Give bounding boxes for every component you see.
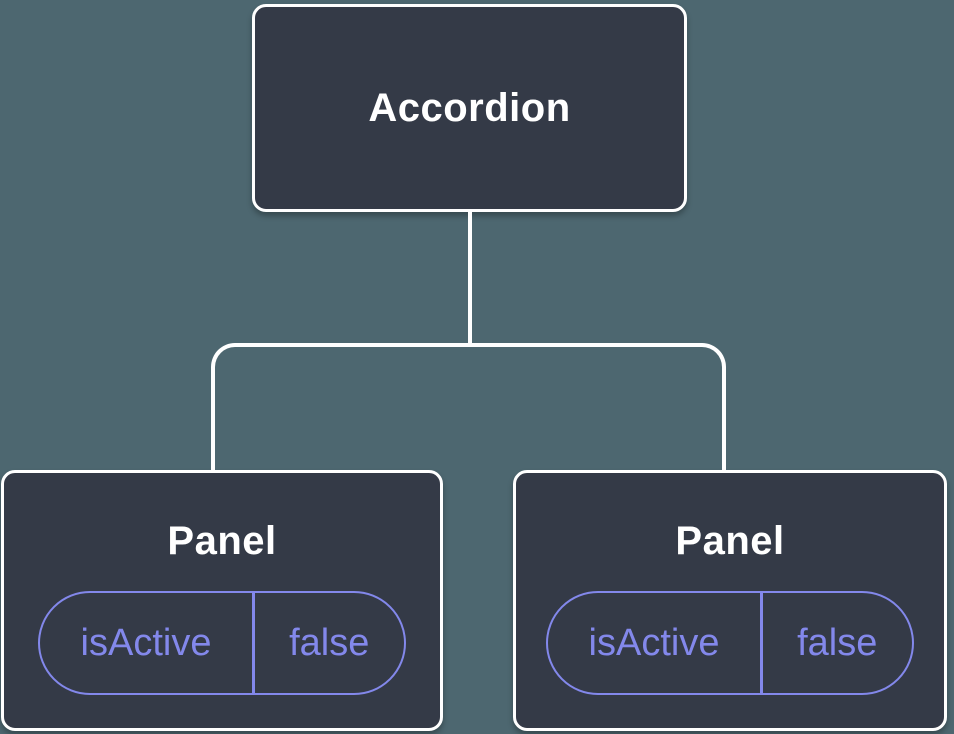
node-label-accordion: Accordion — [368, 85, 571, 130]
prop-value: false — [289, 621, 370, 664]
prop-divider — [252, 593, 255, 693]
prop-value: false — [797, 621, 878, 664]
connector-branch — [211, 343, 726, 472]
tree-node-accordion: Accordion — [252, 4, 687, 212]
state-prop-pill: isActive false — [38, 591, 406, 695]
prop-name: isActive — [588, 621, 720, 664]
node-label-panel-left: Panel — [167, 519, 277, 563]
prop-name: isActive — [80, 621, 212, 664]
state-prop-pill: isActive false — [546, 591, 914, 695]
node-label-panel-right: Panel — [675, 519, 785, 563]
tree-node-panel-right: Panel isActive false — [513, 470, 947, 731]
connector-stem — [468, 210, 472, 347]
prop-divider — [760, 593, 763, 693]
tree-node-panel-left: Panel isActive false — [1, 470, 443, 731]
